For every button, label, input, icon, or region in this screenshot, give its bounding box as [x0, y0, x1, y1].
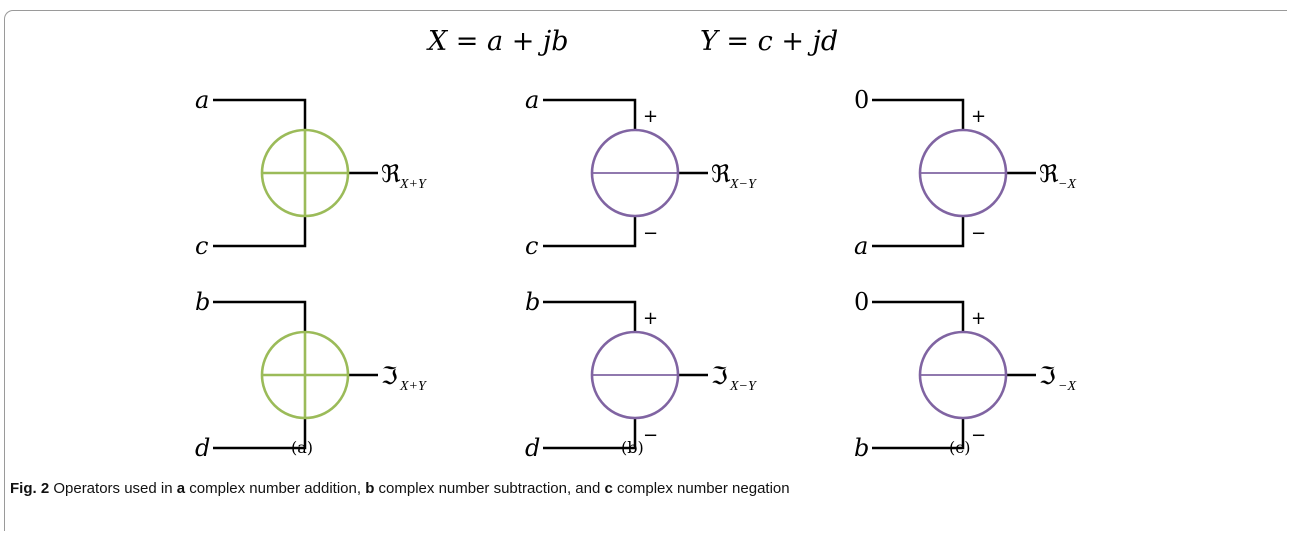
- panel-b-top-output-subscript: X−Y: [729, 177, 758, 192]
- panel-a-bottom-input2-wire: [213, 418, 307, 450]
- panel-c-top-input1-label: 0: [854, 86, 869, 114]
- panel-a-top-output-subscript: X+Y: [399, 177, 428, 192]
- panel-b-top-input1-label: a: [525, 86, 539, 114]
- figure-frame: [4, 10, 1287, 531]
- panel-c-top-minus-sign: −: [971, 223, 986, 244]
- panel-c-top-input2-wire: [872, 216, 965, 248]
- caption-key-c: c: [604, 480, 613, 497]
- panel-c-top-input2-label: a: [854, 232, 868, 260]
- panel-c-bottom-input2-label: b: [854, 434, 869, 462]
- panel-b-top-input2-wire: [543, 216, 637, 248]
- panel-b-bottom-input1-label: b: [525, 288, 540, 316]
- y-definition: Y = c + jd: [700, 26, 838, 57]
- panel-c-bottom-input2-wire: [872, 418, 965, 450]
- caption-fig-label: Fig. 2: [10, 480, 50, 497]
- caption-text-4: complex number negation: [612, 480, 790, 497]
- panel-a-bottom-output-subscript: X+Y: [399, 379, 428, 394]
- panel-b-top-output-symbol: ℜ: [711, 160, 731, 188]
- panel-a-bottom-output-symbol: ℑ: [381, 362, 398, 390]
- panel-b-label: (b): [621, 438, 644, 457]
- panel-b-bottom-input2-wire: [543, 418, 637, 450]
- panel-c-bottom-output-symbol: ℑ: [1039, 362, 1056, 390]
- panel-a-top-input2-label: c: [195, 232, 208, 260]
- panel-b-top-plus-sign: +: [643, 106, 658, 127]
- panel-b-top-minus-sign: −: [643, 223, 658, 244]
- panel-b-bottom-input2-label: d: [525, 434, 540, 462]
- panel-a-label: (a): [291, 438, 313, 457]
- panel-c-top-input1-wire: [872, 98, 965, 130]
- panel-b-bottom-input1-wire: [543, 300, 637, 332]
- panel-b-bottom-plus-sign: +: [643, 308, 658, 329]
- panel-c-bottom-output-subscript: −X: [1058, 379, 1076, 394]
- panel-b-bottom-output-symbol: ℑ: [711, 362, 728, 390]
- caption-key-b: b: [365, 480, 375, 497]
- panel-b-bottom-minus-sign: −: [643, 425, 658, 446]
- panel-c-bottom-plus-sign: +: [971, 308, 986, 329]
- panel-a-top-output-symbol: ℜ: [381, 160, 401, 188]
- panel-a-top-input2-wire: [213, 216, 307, 248]
- panel-c-label: (c): [949, 438, 970, 457]
- panel-a-top-input1-wire: [213, 98, 307, 130]
- panel-c-bottom-input1-wire: [872, 300, 965, 332]
- caption-text-2: complex number addition,: [185, 480, 366, 497]
- caption-text-1: Operators used in: [49, 480, 177, 497]
- panel-b-top-input1-wire: [543, 98, 637, 130]
- panel-b-bottom-output-subscript: X−Y: [729, 379, 758, 394]
- panel-c-top-output-symbol: ℜ: [1039, 160, 1059, 188]
- panel-c-bottom-input1-label: 0: [854, 288, 869, 316]
- figure-caption: Fig. 2 Operators used in a complex numbe…: [10, 480, 790, 497]
- x-definition: X = a + jb: [426, 26, 569, 57]
- panel-c-top-output-subscript: −X: [1058, 177, 1076, 192]
- panel-c-bottom-minus-sign: −: [971, 425, 986, 446]
- panel-a-bottom-input2-label: d: [195, 434, 210, 462]
- panel-a-bottom-input1-wire: [213, 300, 307, 332]
- caption-key-a: a: [176, 480, 186, 497]
- panel-a-bottom-input1-label: b: [195, 288, 210, 316]
- panel-c-top-plus-sign: +: [971, 106, 986, 127]
- panel-a-top-input1-label: a: [195, 86, 209, 114]
- caption-text-3: complex number subtraction, and: [374, 480, 605, 497]
- panel-b-top-input2-label: c: [525, 232, 538, 260]
